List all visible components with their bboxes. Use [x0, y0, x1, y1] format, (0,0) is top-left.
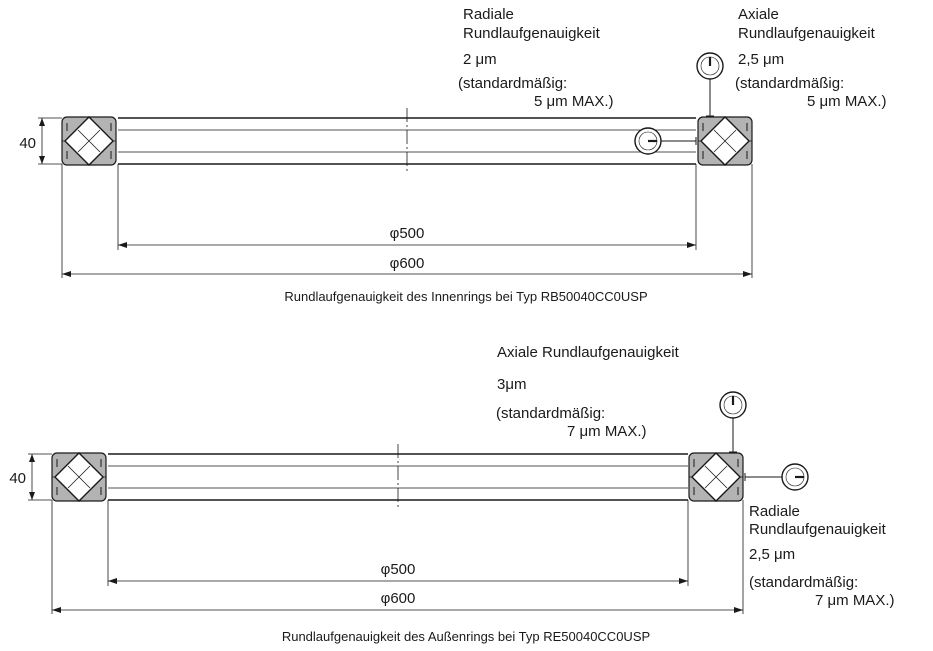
outer-axial-gauge: [718, 390, 748, 453]
outer-axial-value: 3μm: [497, 376, 526, 393]
svg-text:Axiale: Axiale: [738, 6, 779, 23]
inner-axial-value: 2,5 μm: [738, 51, 784, 68]
inner-dia-600-label: φ600: [390, 255, 425, 272]
svg-text:(standardmäßig:: (standardmäßig:: [749, 574, 858, 591]
svg-text:7 μm MAX.): 7 μm MAX.): [815, 592, 894, 609]
outer-axial-runout-text: Axiale Rundlaufgenauigkeit 3μm (standard…: [496, 344, 680, 440]
outer-radial-value: 2,5 μm: [749, 546, 795, 563]
outer-dia-600-label: φ600: [381, 590, 416, 607]
inner-radial-gauge: [633, 126, 697, 156]
svg-text:Radiale: Radiale: [749, 503, 800, 520]
outer-dia-500-label: φ500: [381, 561, 416, 578]
inner-axial-gauge: [695, 51, 725, 117]
svg-text:Radiale: Radiale: [463, 6, 514, 23]
svg-text:(standardmäßig:: (standardmäßig:: [496, 405, 605, 422]
inner-height-label: 40: [19, 135, 36, 152]
inner-axial-runout-text: Axiale Rundlaufgenauigkeit 2,5 μm (stand…: [735, 6, 886, 110]
outer-height-label: 40: [9, 470, 26, 487]
outer-ring-diagram: 40 φ500 φ600 Axiale Rundlaufgenauigkeit …: [9, 344, 894, 644]
inner-bearing-section-right: [697, 116, 753, 166]
inner-ring-body: [61, 108, 753, 174]
outer-caption: Rundlaufgenauigkeit des Außenrings bei T…: [282, 629, 650, 644]
inner-height-dimension: 40: [19, 117, 62, 165]
outer-bearing-section-right: [688, 452, 744, 502]
inner-dia-500-label: φ500: [390, 225, 425, 242]
inner-bearing-section-left: [61, 116, 117, 166]
outer-diameter-dimensions: φ500 φ600: [51, 500, 744, 614]
svg-text:(standardmäßig:: (standardmäßig:: [458, 75, 567, 92]
outer-radial-runout-text: Radiale Rundlaufgenauigkeit 2,5 μm (stan…: [749, 503, 894, 609]
inner-ring-diagram: 40 φ500 φ600 Radiale Rundlaufgenauigkeit…: [19, 6, 886, 304]
svg-text:Rundlaufgenauigkeit: Rundlaufgenauigkeit: [463, 25, 601, 42]
svg-text:7 μm MAX.): 7 μm MAX.): [567, 423, 646, 440]
inner-radial-value: 2 μm: [463, 51, 497, 68]
svg-text:5 μm MAX.): 5 μm MAX.): [534, 93, 613, 110]
inner-radial-runout-text: Radiale Rundlaufgenauigkeit 2 μm (standa…: [458, 6, 613, 110]
outer-height-dimension: 40: [9, 453, 52, 501]
inner-diameter-dimensions: φ500 φ600: [61, 164, 753, 278]
svg-text:Axiale Rundlaufgenauigkeit: Axiale Rundlaufgenauigkeit: [497, 344, 680, 361]
inner-caption: Rundlaufgenauigkeit des Innenrings bei T…: [284, 289, 647, 304]
svg-text:(standardmäßig:: (standardmäßig:: [735, 75, 844, 92]
outer-radial-gauge: [744, 462, 810, 492]
svg-text:Rundlaufgenauigkeit: Rundlaufgenauigkeit: [749, 521, 887, 538]
svg-text:5 μm MAX.): 5 μm MAX.): [807, 93, 886, 110]
outer-bearing-section-left: [51, 452, 107, 502]
svg-text:Rundlaufgenauigkeit: Rundlaufgenauigkeit: [738, 25, 876, 42]
outer-ring-body: [51, 444, 744, 510]
